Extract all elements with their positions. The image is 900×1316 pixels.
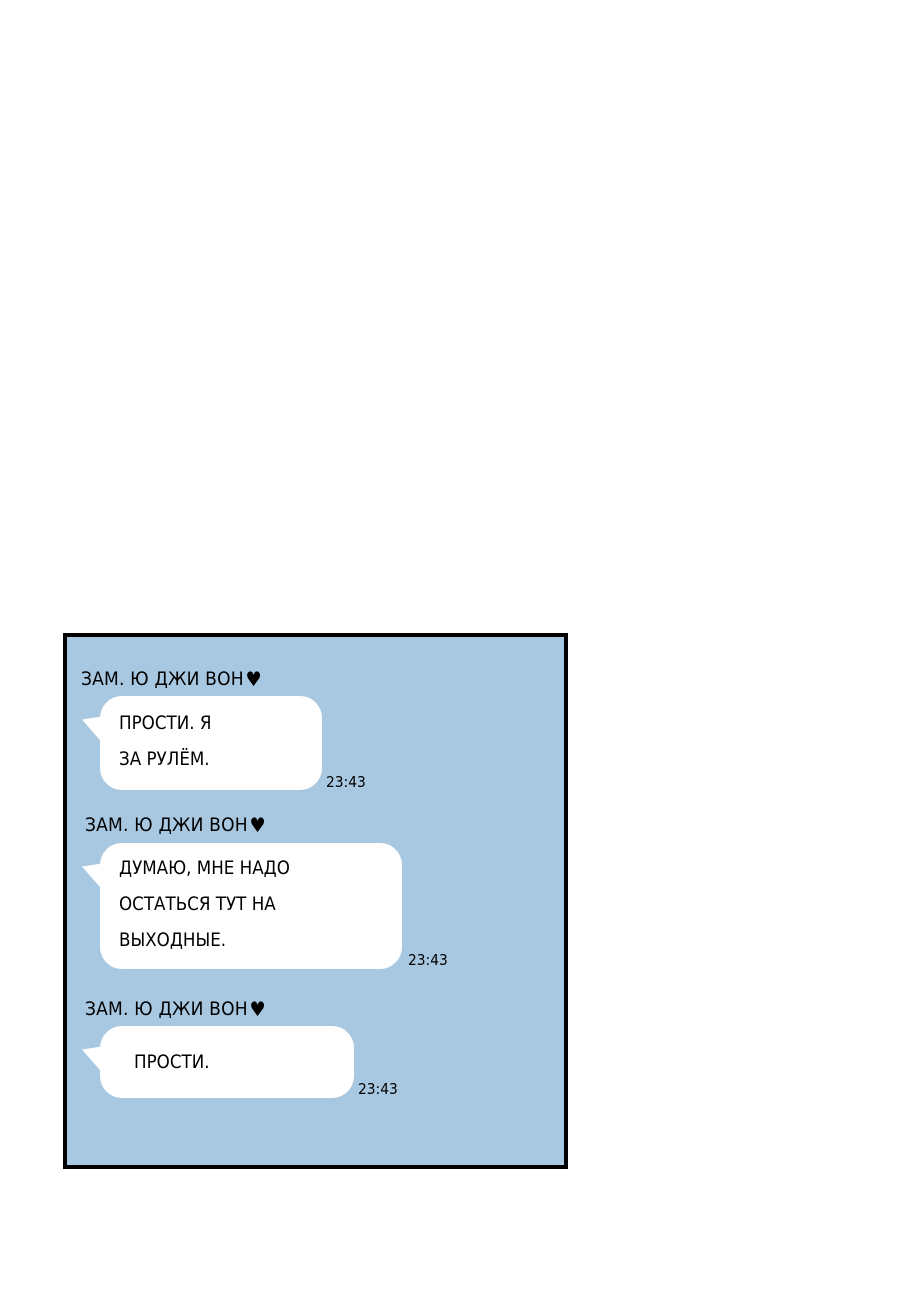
message-line: ДУМАЮ, МНЕ НАДО <box>119 857 290 879</box>
bubble-tail <box>82 1037 102 1073</box>
message-time: 23:43 <box>326 773 366 791</box>
message-sender: ЗАМ. Ю ДЖИ ВОН♥ <box>85 813 266 837</box>
sender-name: ЗАМ. Ю ДЖИ ВОН <box>85 998 248 1020</box>
sender-name: ЗАМ. Ю ДЖИ ВОН <box>85 814 248 836</box>
message-line: ПРОСТИ. Я <box>119 712 212 734</box>
heart-icon: ♥ <box>245 667 262 691</box>
message-time: 23:43 <box>408 951 448 969</box>
message-time: 23:43 <box>358 1080 398 1098</box>
message-line: ОСТАТЬСЯ ТУТ НА <box>119 893 276 915</box>
message-line: ПРОСТИ. <box>134 1051 210 1073</box>
bubble-tail <box>82 854 102 890</box>
bubble-tail <box>82 707 102 743</box>
heart-icon: ♥ <box>249 813 266 837</box>
heart-icon: ♥ <box>249 997 266 1021</box>
message-line: ЗА РУЛЁМ. <box>119 748 210 770</box>
message-sender: ЗАМ. Ю ДЖИ ВОН♥ <box>85 997 266 1021</box>
message-bubble: ДУМАЮ, МНЕ НАДО ОСТАТЬСЯ ТУТ НА ВЫХОДНЫЕ… <box>82 843 402 969</box>
chat-panel: ЗАМ. Ю ДЖИ ВОН♥ ПРОСТИ. Я ЗА РУЛЁМ. 23:4… <box>63 633 568 1169</box>
message-bubble: ПРОСТИ. <box>82 1026 354 1098</box>
message-line: ВЫХОДНЫЕ. <box>119 929 227 951</box>
sender-name: ЗАМ. Ю ДЖИ ВОН <box>81 668 244 690</box>
message-sender: ЗАМ. Ю ДЖИ ВОН♥ <box>81 667 262 691</box>
message-bubble: ПРОСТИ. Я ЗА РУЛЁМ. <box>82 696 322 790</box>
